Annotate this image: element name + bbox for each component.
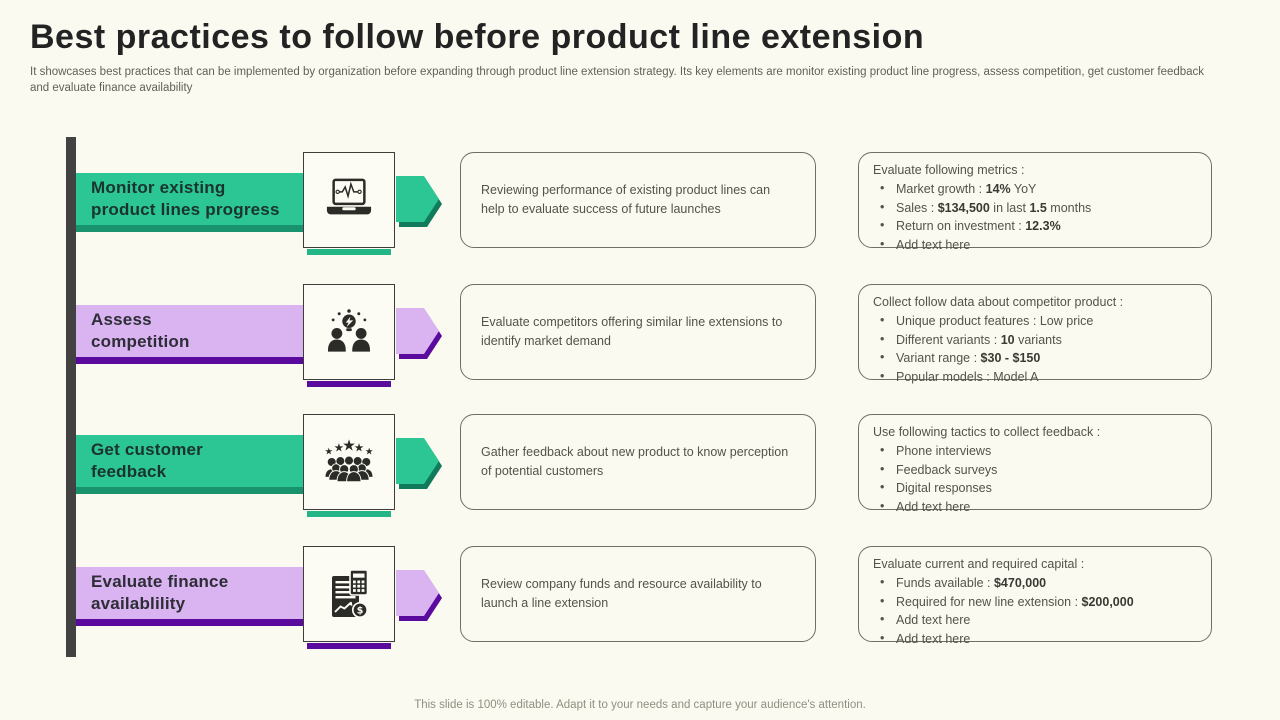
timeline-bar bbox=[66, 137, 76, 657]
bullet-text: Add text here bbox=[896, 632, 971, 646]
bullet-text: Market growth : 14% YoY bbox=[896, 181, 1037, 196]
description-text: Review company funds and resource availa… bbox=[481, 576, 762, 610]
svg-text:★: ★ bbox=[365, 446, 374, 457]
icon-box bbox=[303, 152, 395, 248]
label-band: Assess competition bbox=[76, 305, 310, 364]
bullet-item: Funds available : $470,000 bbox=[873, 574, 1199, 591]
icon-box bbox=[303, 284, 395, 380]
description-text: Gather feedback about new product to kno… bbox=[481, 444, 789, 478]
details-list: Unique product features : Low price Diff… bbox=[873, 312, 1199, 386]
details-card: Evaluate current and required capital : … bbox=[858, 546, 1212, 646]
row-label: Monitor existing product lines progress bbox=[91, 178, 280, 219]
bullet-item: Market growth : 14% YoY bbox=[873, 180, 1199, 197]
icon-underline bbox=[307, 381, 391, 387]
svg-text:$: $ bbox=[357, 606, 364, 617]
bullet-item: Popular models : Model A bbox=[873, 368, 1199, 385]
svg-text:★: ★ bbox=[334, 440, 344, 454]
icon-underline bbox=[307, 249, 391, 255]
icon-box: $ bbox=[303, 546, 395, 642]
bullet-text: Feedback surveys bbox=[896, 462, 998, 477]
icon-underline bbox=[307, 511, 391, 517]
details-list: Funds available : $470,000 Required for … bbox=[873, 574, 1199, 648]
practice-row-customer-feedback: Get customer feedback ★ ★ ★ ★ ★ bbox=[0, 414, 1280, 517]
details-title: Use following tactics to collect feedbac… bbox=[873, 425, 1101, 439]
svg-text:★: ★ bbox=[325, 446, 334, 457]
bullet-text: Add text here bbox=[896, 500, 971, 514]
laptop-pulse-icon bbox=[326, 178, 372, 215]
arrow-right-icon bbox=[396, 570, 442, 621]
icon-underline bbox=[307, 643, 391, 649]
competitors-idea-icon bbox=[328, 309, 370, 352]
bullet-text: Unique product features : Low price bbox=[896, 313, 1094, 328]
row-label: Evaluate finance availablility bbox=[91, 572, 229, 613]
bullet-text: Sales : $134,500 in last 1.5 months bbox=[896, 200, 1092, 215]
bullet-item: Add text here bbox=[873, 498, 1199, 515]
page-title: Best practices to follow before product … bbox=[30, 18, 925, 56]
bullet-item: Digital responses bbox=[873, 479, 1199, 496]
bullet-text: Popular models : Model A bbox=[896, 370, 1039, 384]
description-text: Reviewing performance of existing produc… bbox=[481, 182, 771, 216]
practice-row-monitor-progress: Monitor existing product lines progress … bbox=[0, 152, 1280, 255]
bullet-text: Digital responses bbox=[896, 481, 992, 496]
description-card: Reviewing performance of existing produc… bbox=[460, 152, 816, 248]
bullet-item: Add text here bbox=[873, 630, 1199, 647]
label-band: Get customer feedback bbox=[76, 435, 310, 494]
customer-feedback-icon: ★ ★ ★ ★ ★ bbox=[324, 438, 374, 483]
bullet-item: Phone interviews bbox=[873, 442, 1199, 459]
footer-note: This slide is 100% editable. Adapt it to… bbox=[414, 699, 866, 711]
description-text: Evaluate competitors offering similar li… bbox=[481, 314, 783, 348]
arrow-right-icon bbox=[396, 438, 442, 489]
icon-box: ★ ★ ★ ★ ★ bbox=[303, 414, 395, 510]
bullet-text: Add text here bbox=[896, 238, 971, 252]
arrow-right-icon bbox=[396, 308, 442, 359]
bullet-text: Different variants : 10 variants bbox=[896, 332, 1062, 347]
label-band: Monitor existing product lines progress bbox=[76, 173, 310, 232]
description-card: Gather feedback about new product to kno… bbox=[460, 414, 816, 510]
details-list: Market growth : 14% YoY Sales : $134,500… bbox=[873, 180, 1199, 254]
finance-calculator-icon: $ bbox=[332, 569, 369, 619]
details-title: Evaluate following metrics : bbox=[873, 163, 1025, 177]
bullet-text: Variant range : $30 - $150 bbox=[896, 351, 1041, 366]
practice-row-assess-competition: Assess competition Eval bbox=[0, 284, 1280, 387]
details-card: Collect follow data about competitor pro… bbox=[858, 284, 1212, 384]
bullet-item: Return on investment : 12.3% bbox=[873, 217, 1199, 234]
label-band: Evaluate finance availablility bbox=[76, 567, 310, 626]
bullet-item: Different variants : 10 variants bbox=[873, 330, 1199, 348]
details-title: Collect follow data about competitor pro… bbox=[873, 295, 1124, 309]
details-list: Phone interviews Feedback surveys Digita… bbox=[873, 442, 1199, 516]
bullet-item: Variant range : $30 - $150 bbox=[873, 349, 1199, 366]
bullet-item: Add text here bbox=[873, 611, 1199, 628]
bullet-text: Return on investment : 12.3% bbox=[896, 219, 1061, 234]
bullet-item: Required for new line extension : $200,0… bbox=[873, 592, 1199, 610]
row-label: Get customer feedback bbox=[91, 440, 203, 481]
bullet-item: Feedback surveys bbox=[873, 460, 1199, 478]
bullet-item: Add text here bbox=[873, 236, 1199, 253]
bullet-item: Unique product features : Low price bbox=[873, 312, 1199, 329]
bullet-item: Sales : $134,500 in last 1.5 months bbox=[873, 198, 1199, 216]
bullet-text: Phone interviews bbox=[896, 443, 992, 458]
practice-row-finance-availability: Evaluate finance availablility bbox=[0, 546, 1280, 649]
arrow-right-icon bbox=[396, 176, 442, 227]
page-subtitle: It showcases best practices that can be … bbox=[30, 66, 1205, 94]
bullet-text: Funds available : $470,000 bbox=[896, 575, 1047, 590]
row-label: Assess competition bbox=[91, 310, 190, 351]
bullet-text: Required for new line extension : $200,0… bbox=[896, 594, 1134, 609]
details-card: Use following tactics to collect feedbac… bbox=[858, 414, 1212, 514]
bullet-text: Add text here bbox=[896, 613, 971, 628]
svg-text:★: ★ bbox=[342, 438, 356, 454]
description-card: Evaluate competitors offering similar li… bbox=[460, 284, 816, 380]
details-title: Evaluate current and required capital : bbox=[873, 557, 1085, 571]
description-card: Review company funds and resource availa… bbox=[460, 546, 816, 642]
details-card: Evaluate following metrics : Market grow… bbox=[858, 152, 1212, 252]
svg-text:★: ★ bbox=[354, 440, 364, 454]
